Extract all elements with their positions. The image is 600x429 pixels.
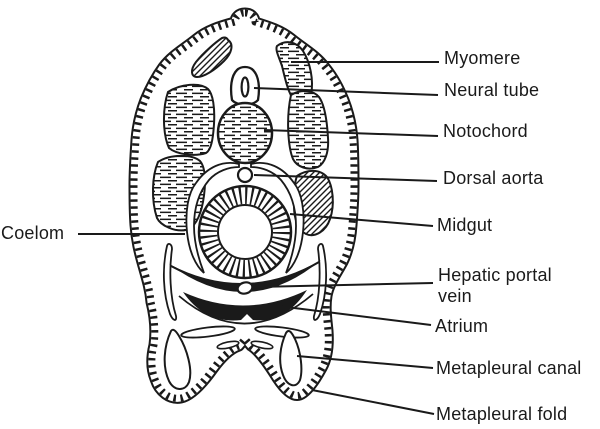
leader-notochord (263, 129, 439, 137)
coelom-wall-right (250, 162, 305, 274)
atrium-slit-left (180, 325, 236, 339)
atrium-slit-small-right (250, 340, 274, 350)
myomere-mid-right-shape (287, 90, 330, 170)
leader-dorsal-aorta (253, 174, 438, 182)
midgut-inner-wall (217, 204, 273, 260)
leader-metapleural-canal (296, 355, 434, 369)
atrium-upper-crescent (169, 260, 321, 293)
midgut-group (197, 184, 293, 280)
hepatic-portal-vein-shape (236, 281, 254, 295)
leader-lines (78, 61, 439, 415)
metapleural-canal-left-shape (163, 328, 192, 390)
coelom-wall-left (185, 162, 240, 274)
leader-atrium (277, 305, 432, 326)
label-dorsal-aorta: Dorsal aorta (443, 168, 544, 188)
atrium-floor-line (178, 293, 314, 325)
label-midgut: Midgut (437, 215, 493, 235)
label-coelom: Coelom (1, 223, 65, 243)
label-metapleural-canal: Metapleural canal (436, 358, 582, 378)
metapleural-canals (163, 328, 303, 390)
coelomic-walls (162, 162, 328, 321)
midgut-outer-wall (197, 184, 293, 280)
midgut-lumen (217, 204, 273, 260)
body-wall-sliver-right (312, 243, 328, 321)
midgut-epithelium-ticks (200, 187, 290, 277)
label-myomere: Myomere (444, 48, 521, 68)
dorsal-aorta-shape (236, 166, 254, 184)
atrium-slit-small-left (216, 340, 240, 350)
label-hepatic-portal-vein: Hepatic portal vein (438, 265, 552, 306)
atrium-group (169, 260, 321, 350)
notochord-shape (216, 101, 274, 165)
leader-hepatic-portal-vein (255, 282, 434, 288)
label-atrium: Atrium (435, 316, 489, 336)
neural-tube-group (229, 65, 261, 106)
neural-canal-slit (240, 76, 250, 98)
label-metapleural-fold: Metapleural fold (436, 404, 568, 424)
leader-neural-tube (253, 87, 439, 96)
label-notochord: Notochord (443, 121, 528, 141)
myomere-upper-left-shape (191, 36, 233, 79)
leader-metapleural-fold (311, 389, 435, 415)
atrium-floor-crescent (183, 290, 307, 321)
leader-midgut (289, 213, 434, 227)
myomere-mid-left-shape (163, 83, 216, 156)
atrium-slit-right (254, 325, 310, 339)
body-wall-sliver-left (162, 243, 178, 321)
metapleural-canal-right-shape (279, 329, 303, 387)
label-neural-tube: Neural tube (444, 80, 540, 100)
